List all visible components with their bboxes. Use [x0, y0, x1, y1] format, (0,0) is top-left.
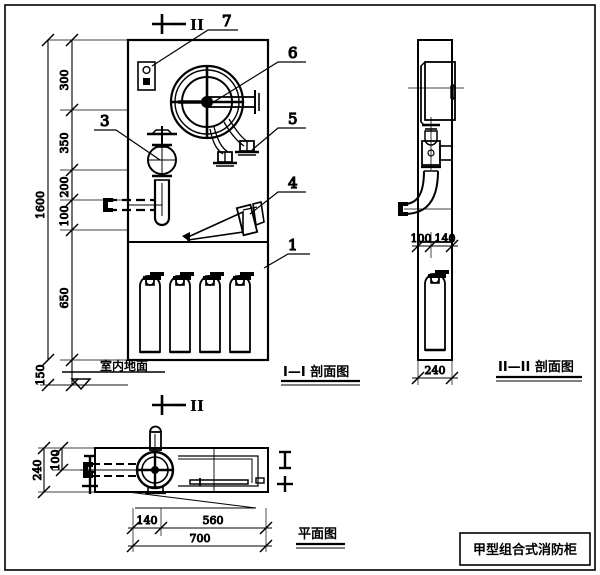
plan-title-group: 平面图: [296, 527, 345, 549]
plan-view: [80, 425, 269, 509]
hose-bracket-right: [235, 140, 259, 156]
callout-leaders: 7 6 5 4 3 1: [94, 11, 310, 269]
water-nozzle: [182, 201, 265, 242]
section-II-title: II—II 剖面图: [498, 359, 574, 375]
title-block-text: 甲型组合式消防柜: [473, 542, 577, 558]
dim-side-140: 140: [435, 232, 456, 245]
gate-valve-side: [398, 117, 453, 216]
section-marker-I-left: I: [82, 454, 98, 494]
fire-extinguisher: [169, 272, 194, 354]
section-marker-II-bottom-label: II: [190, 397, 204, 415]
callout-6: 6: [288, 44, 298, 62]
callout-4: 4: [288, 174, 298, 192]
plan-vertical-dimensions: 240 100: [31, 441, 95, 499]
fire-extinguisher: [199, 272, 224, 354]
plan-horizontal-dimensions: 140 560 700: [126, 508, 273, 553]
dim-plan-140: 140: [137, 514, 158, 527]
dim-100: 100: [58, 206, 71, 227]
dim-plan-240: 240: [31, 460, 44, 481]
gate-valve-assembly: [147, 126, 177, 227]
hose-reel-side: [420, 61, 456, 127]
callout-3: 3: [100, 112, 110, 130]
front-elevation-view: [103, 38, 270, 362]
plan-leader: [127, 491, 257, 509]
side-section-view: [398, 39, 464, 361]
dim-300: 300: [58, 70, 71, 91]
plan-inner-details: [178, 448, 265, 492]
alarm-button-box: [137, 61, 156, 91]
sheet-border: [4, 4, 596, 571]
cabinet-outline-side: [417, 39, 453, 361]
ground-level-label: 室内地面: [100, 358, 148, 373]
callout-7: 7: [222, 12, 232, 30]
fire-extinguisher-group-front: [139, 272, 254, 354]
callout-1: 1: [288, 236, 298, 254]
dim-650: 650: [58, 288, 71, 309]
section-II-title-group: II—II 剖面图: [496, 359, 582, 382]
callout-5: 5: [288, 110, 298, 128]
dim-plan-700: 700: [190, 532, 211, 545]
section-I-title-group: I—I 剖面图: [281, 364, 360, 386]
section-marker-I-right: [277, 450, 293, 492]
side-dimension-chain: 100 140 240: [410, 232, 459, 385]
title-block: 甲型组合式消防柜: [459, 532, 591, 566]
section-marker-II-bottom: II: [152, 395, 204, 415]
plan-title: 平面图: [298, 527, 337, 542]
front-dimension-chain: 300 350 200 100 650 150 1600: [34, 33, 128, 392]
ground-level-marker: [48, 371, 165, 391]
cabinet-outline-front: [126, 38, 270, 362]
hose-bracket-left: [213, 151, 237, 167]
fire-extinguisher: [139, 272, 164, 354]
dim-side-100: 100: [411, 232, 432, 245]
section-marker-II-top: II: [152, 14, 204, 34]
hose-reel: [169, 64, 260, 155]
fire-extinguisher-side: [424, 270, 449, 352]
dim-350: 350: [58, 133, 71, 154]
section-marker-II-top-label: II: [190, 16, 204, 34]
dim-150: 150: [34, 365, 47, 386]
dim-200: 200: [58, 177, 71, 198]
dim-overall-1600: 1600: [34, 191, 47, 219]
hose-reel-plan: [135, 425, 175, 495]
fire-extinguisher: [229, 272, 254, 354]
dim-plan-560: 560: [203, 514, 224, 527]
dim-side-240: 240: [425, 364, 446, 377]
dim-plan-100: 100: [49, 450, 62, 471]
section-I-title: I—I 剖面图: [283, 364, 349, 380]
